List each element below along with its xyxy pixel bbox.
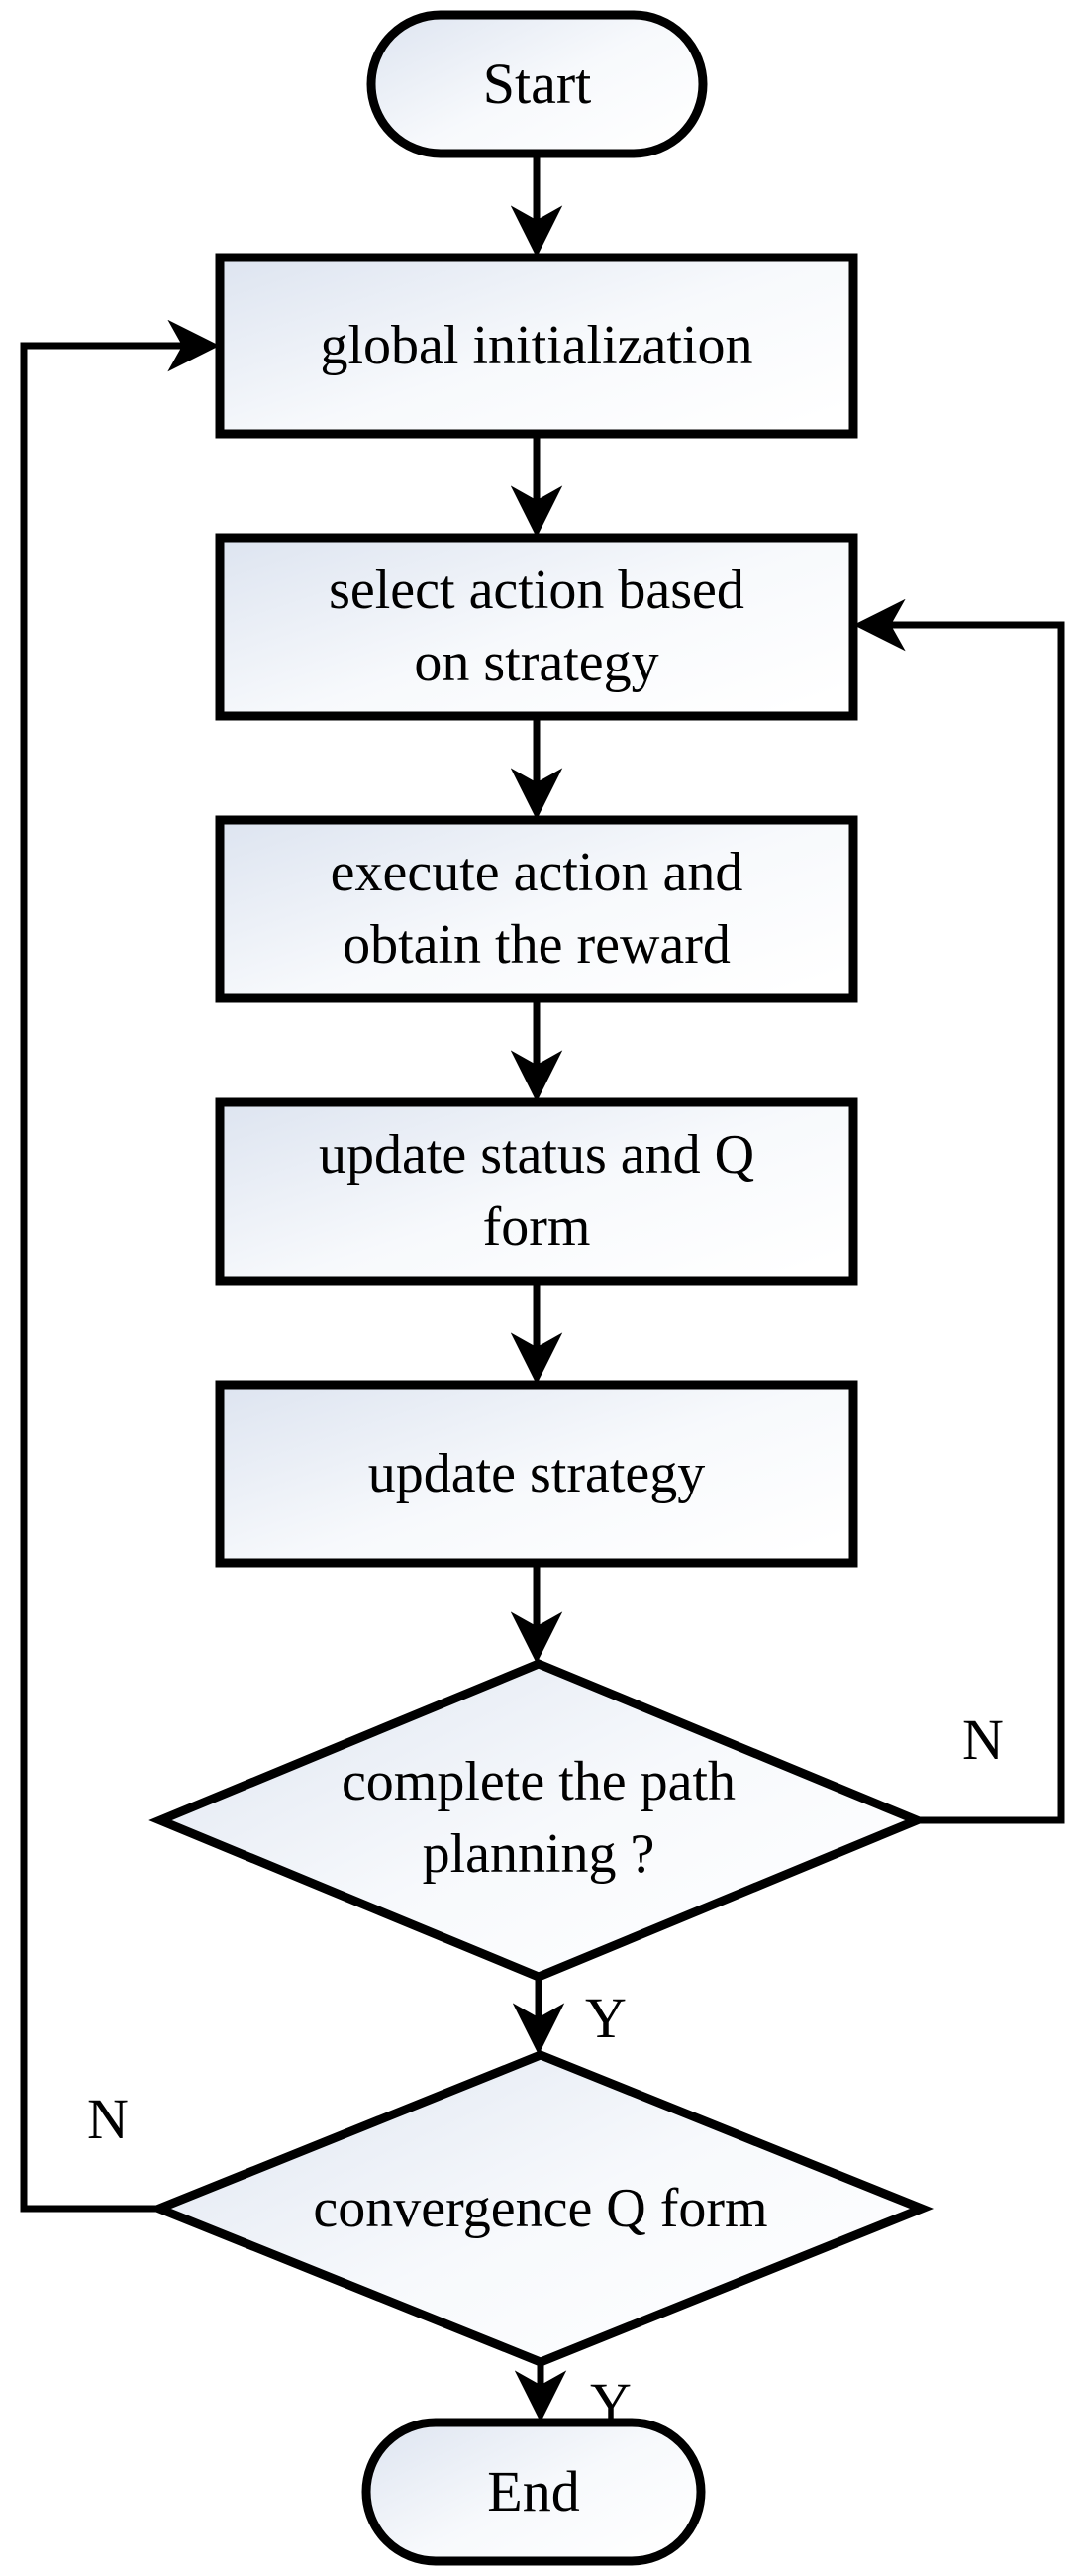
- node-update-strategy-shape: [215, 1380, 858, 1568]
- node-update-status-label: update status and Q form: [318, 1124, 755, 1258]
- node-update-strategy-label: update strategy: [367, 1442, 706, 1504]
- node-end-shape: [361, 2418, 706, 2566]
- node-execute-action-label: execute action and obtain the reward: [330, 842, 743, 976]
- node-start-label: Start: [482, 52, 592, 117]
- node-global-initialization-label: global initialization: [320, 314, 753, 376]
- node-end-label: End: [487, 2459, 580, 2524]
- node-select-action-shape: [215, 533, 858, 721]
- node-start-shape: [366, 10, 708, 158]
- branch-label-n-decision2: N: [87, 2087, 129, 2152]
- node-global-initialization-shape: [215, 253, 858, 439]
- node-complete-path-planning-label: complete the path planning ?: [341, 1751, 737, 1885]
- branch-label-n-decision1: N: [962, 1707, 1004, 1773]
- node-complete-path-planning-shape: [148, 1659, 929, 1982]
- edge-decision2-no-loop-to-global-init: [20, 319, 220, 2213]
- node-select-action-label: select action based on strategy: [329, 560, 744, 693]
- node-update-status-shape: [215, 1097, 858, 1286]
- branch-label-y-decision2: Y: [590, 2371, 632, 2436]
- node-convergence-q-form-label: convergence Q form: [313, 2177, 768, 2239]
- node-execute-action-shape: [215, 815, 858, 1003]
- edge-decision1-no-loop-to-select-action: [853, 598, 1065, 1824]
- node-convergence-q-form-shape: [147, 2050, 935, 2367]
- branch-label-y-decision1: Y: [585, 1986, 627, 2051]
